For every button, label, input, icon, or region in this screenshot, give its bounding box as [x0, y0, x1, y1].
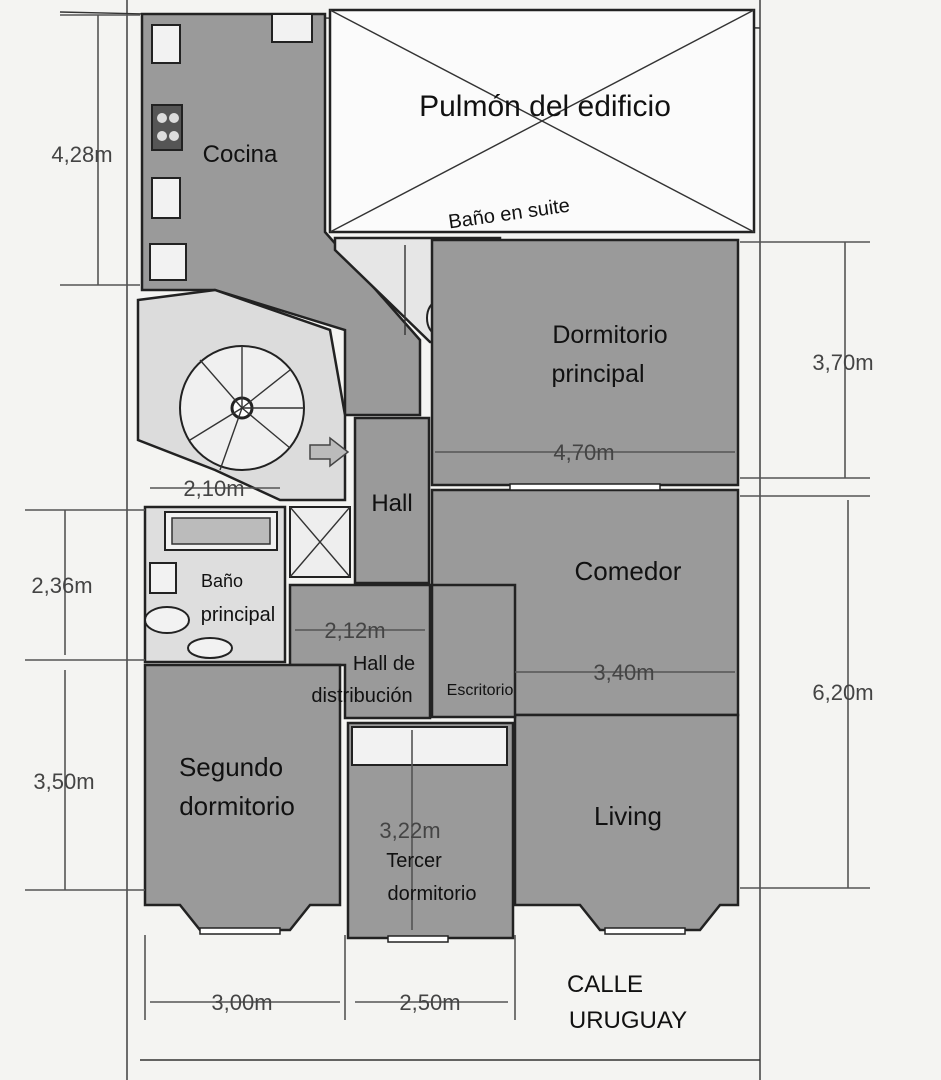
- dim-comedor-living-height: 6,20m: [812, 680, 873, 705]
- dim-cocina-height: 4,28m: [51, 142, 112, 167]
- living-room: [513, 713, 740, 932]
- study: [430, 583, 517, 719]
- second-bedroom: [143, 663, 342, 932]
- street-label: CALLE URUGUAY: [567, 971, 687, 1034]
- spiral-staircase: [136, 288, 350, 502]
- room-labels: Pulmón del edificio Baño en suite Cocina…: [179, 90, 682, 905]
- kitchen-fixtures: [149, 13, 313, 281]
- dim-bano-principal-height: 2,36m: [31, 573, 92, 598]
- windows: [199, 483, 686, 943]
- dim-segundo-dormitorio-width: 3,00m: [211, 990, 272, 1015]
- dim-hall-distribucion-width: 2,12m: [324, 618, 385, 643]
- kitchen: [140, 12, 422, 417]
- label-hall: Hall: [371, 490, 412, 517]
- label-pulmon: Pulmón del edificio: [419, 90, 671, 123]
- label-dormitorio-principal-2: principal: [551, 360, 644, 388]
- label-segundo-dormitorio-2: dormitorio: [179, 791, 295, 821]
- label-escritorio: Escritorio: [447, 682, 514, 699]
- label-living: Living: [594, 801, 662, 831]
- dimension-labels: 4,28m 3,70m 4,70m 2,10m 2,36m 2,12m 3,40…: [31, 142, 873, 1015]
- main-bathroom-fixtures: [144, 511, 278, 659]
- dim-comedor-living-width: 3,40m: [593, 660, 654, 685]
- dim-dormitorio-principal-width: 4,70m: [553, 440, 614, 465]
- label-comedor: Comedor: [575, 556, 682, 586]
- label-hall-distribucion-1: Hall de: [353, 653, 415, 675]
- third-bedroom-closet: [351, 726, 508, 766]
- dim-tercer-dormitorio-width: 2,50m: [399, 990, 460, 1015]
- label-hall-distribucion-2: distribución: [311, 685, 412, 707]
- label-cocina: Cocina: [203, 141, 278, 168]
- dim-tercer-dormitorio-height: 3,22m: [379, 818, 440, 843]
- master-bedroom: [430, 238, 740, 487]
- light-well: [328, 8, 756, 234]
- dim-segundo-dormitorio-height: 3,50m: [33, 769, 94, 794]
- label-bano-principal-2: principal: [201, 604, 275, 626]
- dim-stair-width: 2,10m: [183, 476, 244, 501]
- label-dormitorio-principal-1: Dormitorio: [552, 321, 667, 349]
- dim-dormitorio-principal-height: 3,70m: [812, 350, 873, 375]
- label-bano-principal-1: Baño: [201, 571, 243, 591]
- street-name-1: CALLE: [567, 971, 643, 998]
- label-tercer-dormitorio-1: Tercer: [386, 850, 442, 872]
- dimension-lines: [25, 14, 870, 1020]
- label-segundo-dormitorio-1: Segundo: [179, 752, 283, 782]
- street-name-2: URUGUAY: [569, 1007, 687, 1034]
- shower: [289, 506, 351, 578]
- label-tercer-dormitorio-2: dormitorio: [388, 883, 477, 905]
- hall: [353, 416, 431, 585]
